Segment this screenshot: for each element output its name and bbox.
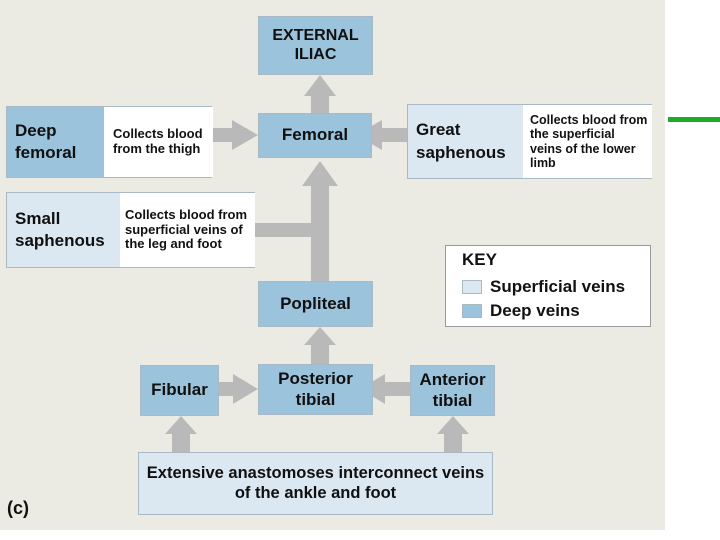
arrow-posterior-tibial-to-popliteal bbox=[304, 327, 336, 364]
arrow-anastomoses-to-anterior-tibial bbox=[437, 416, 469, 453]
key-superficial: Superficial veins bbox=[462, 277, 625, 297]
deep-femoral-label: Deep femoral bbox=[7, 107, 104, 177]
fibular-label: Fibular bbox=[151, 380, 208, 400]
node-anastomoses: Extensive anastomoses interconnect veins… bbox=[138, 452, 493, 515]
node-femoral: Femoral bbox=[258, 113, 372, 158]
anterior-tibial-label: Anterior tibial bbox=[419, 370, 486, 410]
node-deep-femoral: Deep femoral Collects blood from the thi… bbox=[6, 106, 213, 178]
green-accent-line bbox=[668, 117, 720, 122]
key-deep: Deep veins bbox=[462, 301, 580, 321]
node-fibular: Fibular bbox=[140, 365, 219, 416]
posterior-tibial-label: Posterior tibial bbox=[278, 369, 353, 409]
anastomoses-label: Extensive anastomoses interconnect veins… bbox=[146, 464, 485, 502]
arrow-anastomoses-to-fibular bbox=[165, 416, 197, 453]
panel-label: (c) bbox=[7, 498, 29, 518]
arrow-small-saphenous-join bbox=[255, 223, 313, 237]
deep-swatch bbox=[462, 304, 482, 318]
node-posterior-tibial: Posterior tibial bbox=[258, 364, 373, 415]
superficial-swatch bbox=[462, 280, 482, 294]
deep-femoral-note: Collects blood from the thigh bbox=[109, 107, 213, 177]
key-title: KEY bbox=[462, 250, 497, 269]
arrow-fibular-to-posterior-tibial bbox=[213, 374, 258, 404]
node-anterior-tibial: Anterior tibial bbox=[410, 365, 495, 416]
popliteal-label: Popliteal bbox=[280, 293, 351, 313]
node-external-iliac: EXTERNAL ILIAC bbox=[258, 16, 373, 75]
femoral-label: Femoral bbox=[281, 125, 349, 145]
key-deep-label: Deep veins bbox=[490, 301, 580, 320]
legend-key: KEY Superficial veins Deep veins bbox=[445, 245, 651, 327]
great-saphenous-label: Great saphenous bbox=[408, 105, 523, 178]
key-superficial-label: Superficial veins bbox=[490, 277, 626, 296]
node-popliteal: Popliteal bbox=[258, 281, 373, 327]
small-saphenous-label: Small saphenous bbox=[7, 193, 120, 267]
arrow-deep-femoral-to-femoral bbox=[211, 120, 258, 150]
external-iliac-label: EXTERNAL ILIAC bbox=[272, 26, 359, 63]
great-saphenous-note: Collects blood from the superficial vein… bbox=[526, 105, 652, 178]
node-small-saphenous: Small saphenous Collects blood from supe… bbox=[6, 192, 255, 268]
arrow-popliteal-to-femoral bbox=[302, 161, 338, 282]
small-saphenous-note: Collects blood from superficial veins of… bbox=[121, 193, 255, 267]
arrow-femoral-to-external-iliac bbox=[304, 75, 336, 117]
node-great-saphenous: Great saphenous Collects blood from the … bbox=[407, 104, 652, 179]
